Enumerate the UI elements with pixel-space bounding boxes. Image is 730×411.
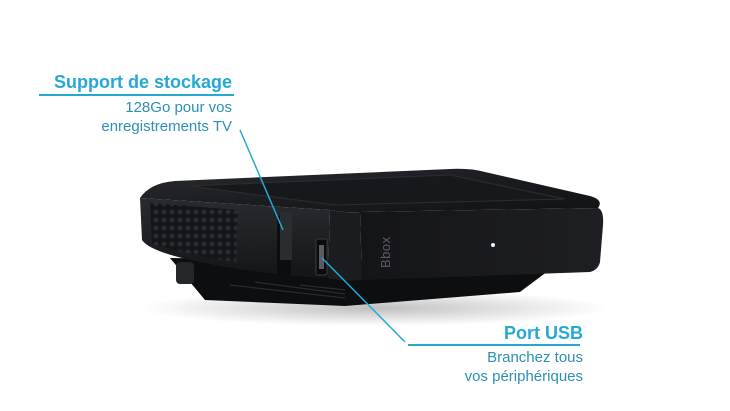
device-vent-grille [150, 203, 238, 262]
storage-callout: Support de stockage 128Go pour vos enreg… [39, 71, 234, 136]
usb-desc-line1: Branchez tous [487, 349, 583, 366]
storage-title: Support de stockage [53, 72, 232, 92]
usb-leader-line [321, 257, 406, 343]
usb-desc-line2: vos périphériques [464, 368, 583, 385]
status-led [491, 243, 495, 247]
base-ribs [229, 281, 346, 299]
storage-drive [280, 212, 292, 260]
storage-underline [39, 94, 234, 96]
storage-leader-line [239, 129, 284, 231]
storage-desc-line2: enregistrements TV [101, 118, 232, 135]
usb-title: Port USB [503, 323, 583, 343]
device-foot [176, 262, 194, 284]
usb-callout: Port USB Branchez tous vos périphériques [408, 322, 583, 386]
usb-port-tongue [319, 245, 324, 269]
storage-desc-line1: 128Go pour vos [125, 99, 232, 116]
usb-underline [408, 344, 580, 346]
device-right-face [360, 208, 604, 280]
device-corner [328, 210, 362, 281]
device-top-panel [189, 174, 566, 206]
device-brand-text: Bbox [378, 236, 393, 268]
